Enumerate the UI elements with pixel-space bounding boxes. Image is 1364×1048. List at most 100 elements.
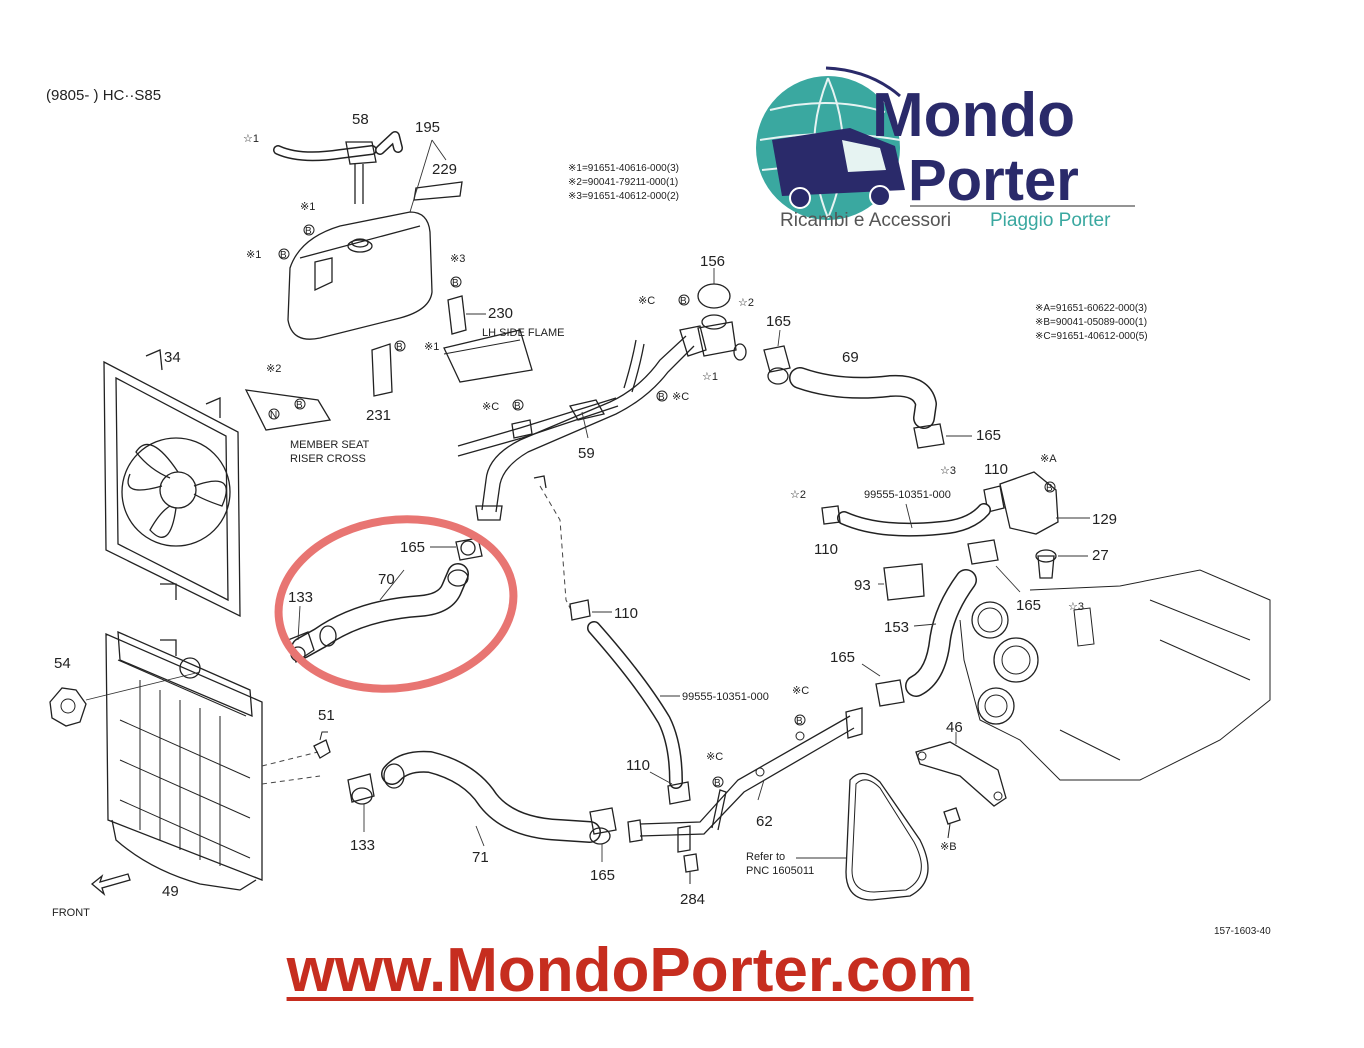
ref-circ-b-a: B (305, 226, 312, 237)
ref-star1-a: ☆1 (243, 133, 259, 145)
ref-circ-b-e: B (296, 400, 303, 411)
text-front: FRONT (52, 907, 90, 919)
label-49: 49 (162, 883, 179, 900)
label-93: 93 (854, 577, 871, 594)
ref-kome1-c: ※1 (424, 341, 439, 353)
ref-kome-c-c: ※C (638, 295, 655, 307)
ref-kome1-b: ※1 (246, 249, 261, 261)
bracket-231 (244, 340, 406, 431)
clamp-165-d (875, 679, 905, 707)
clamp-110-d (667, 781, 691, 805)
note-right-1: ※A=91651-60622-000(3) (1035, 303, 1147, 314)
clamp-165-c (967, 539, 999, 565)
label-71: 71 (472, 849, 489, 866)
label-165-top: 165 (400, 539, 425, 556)
drive-belt (845, 772, 929, 901)
text-hose-spec-1: 99555-10351-000 (864, 489, 951, 501)
ref-kome-c-b: ※C (672, 391, 689, 403)
logo-name-line2: Porter (908, 148, 1079, 213)
ref-star2-a: ☆2 (738, 297, 754, 309)
label-69: 69 (842, 349, 859, 366)
text-riser-cross: RISER CROSS (290, 453, 366, 465)
text-member-seat: MEMBER SEAT (290, 439, 370, 451)
sensor-284 (683, 853, 699, 884)
water-pipe-62 (627, 707, 863, 853)
ref-circ-n: N (270, 410, 277, 421)
label-229: 229 (432, 161, 457, 178)
label-59: 59 (578, 445, 595, 462)
logo-tagline-left: Ricambi e Accessori (780, 210, 951, 231)
label-165-d: 165 (830, 649, 855, 666)
ref-circ-b-h: B (680, 296, 687, 307)
mondo-porter-logo: Mondo Porter Ricambi e Accessori Piaggio… (756, 66, 1135, 231)
ref-kome-c-e: ※C (706, 751, 723, 763)
bracket-93 (883, 563, 925, 601)
text-refer-to: Refer to (746, 851, 785, 863)
ref-circ-b-b: B (280, 250, 287, 261)
label-58: 58 (352, 111, 369, 128)
fan-shroud (103, 349, 241, 618)
ref-star3-a: ☆3 (940, 465, 956, 477)
ref-circ-b-g: B (658, 392, 665, 403)
site-url-footer: www.MondoPorter.com (0, 935, 1260, 1006)
text-lh-side-flame: LH SIDE FLAME (482, 327, 565, 339)
ref-circ-b-f: B (514, 401, 521, 412)
label-51: 51 (318, 707, 335, 724)
clamp-165-f (589, 807, 617, 835)
ref-kome-a: ※A (1040, 453, 1057, 465)
label-156: 156 (700, 253, 725, 270)
diagram-code: 157-1603-40 (1214, 926, 1271, 937)
label-110-b: 110 (814, 541, 838, 558)
logo-tagline-right: Piaggio Porter (990, 210, 1111, 231)
label-129: 129 (1092, 511, 1117, 528)
clamp-165-a (763, 345, 791, 373)
ref-kome-c-a: ※C (482, 401, 499, 413)
model-code: (9805- ) HC··S85 (46, 87, 161, 104)
ref-kome2-a: ※2 (266, 363, 281, 375)
clamp-133-bottom (347, 773, 375, 803)
note-right-3: ※C=91651-40612-000(5) (1035, 331, 1148, 342)
ref-circ-b-j: B (796, 716, 803, 727)
note-top-3: ※3=91651-40612-000(2) (568, 191, 679, 202)
radiator-cap-54 (49, 687, 87, 727)
drain-plug-51 (313, 731, 331, 759)
label-284: 284 (680, 891, 705, 908)
front-arrow-icon (90, 873, 131, 896)
label-54: 54 (54, 655, 71, 672)
engine-block (959, 569, 1271, 781)
label-133-bottom: 133 (350, 837, 375, 854)
label-27: 27 (1092, 547, 1109, 564)
text-refer-pnc: PNC 1605011 (746, 865, 814, 877)
text-hose-spec-2: 99555-10351-000 (682, 691, 769, 703)
label-231: 231 (366, 407, 391, 424)
thermostat-housing (983, 471, 1090, 579)
highlight-ring (274, 515, 518, 693)
label-110-a: 110 (984, 461, 1008, 478)
label-165-c: 165 (1016, 597, 1041, 614)
ref-kome-c-d: ※C (792, 685, 809, 697)
ref-kome-b: ※B (940, 841, 957, 853)
note-top-2: ※2=90041-79211-000(1) (568, 177, 678, 188)
label-62: 62 (756, 813, 773, 830)
ref-star2-b: ☆2 (790, 489, 806, 501)
label-165-f: 165 (590, 867, 615, 884)
ref-circ-b-k: B (714, 778, 721, 789)
ref-circ-b-i: B (1046, 483, 1053, 494)
label-110-d: 110 (626, 757, 650, 774)
ref-kome1-a: ※1 (300, 201, 315, 213)
truck-icon (772, 128, 905, 209)
label-46: 46 (946, 719, 963, 736)
site-url-link[interactable]: www.MondoPorter.com (286, 936, 974, 1005)
label-110-c: 110 (614, 605, 638, 622)
ref-star1-b: ☆1 (702, 371, 718, 383)
clamp-165-b (913, 423, 945, 449)
clamp-165-top (455, 537, 483, 561)
note-top-1: ※1=91651-40616-000(3) (568, 163, 679, 174)
label-153: 153 (884, 619, 909, 636)
label-133-top: 133 (288, 589, 313, 606)
clamp-110-c (569, 599, 591, 621)
bolt-b (943, 807, 961, 839)
ref-star3-b: ☆3 (1068, 601, 1084, 613)
bracket-46 (915, 732, 1007, 807)
